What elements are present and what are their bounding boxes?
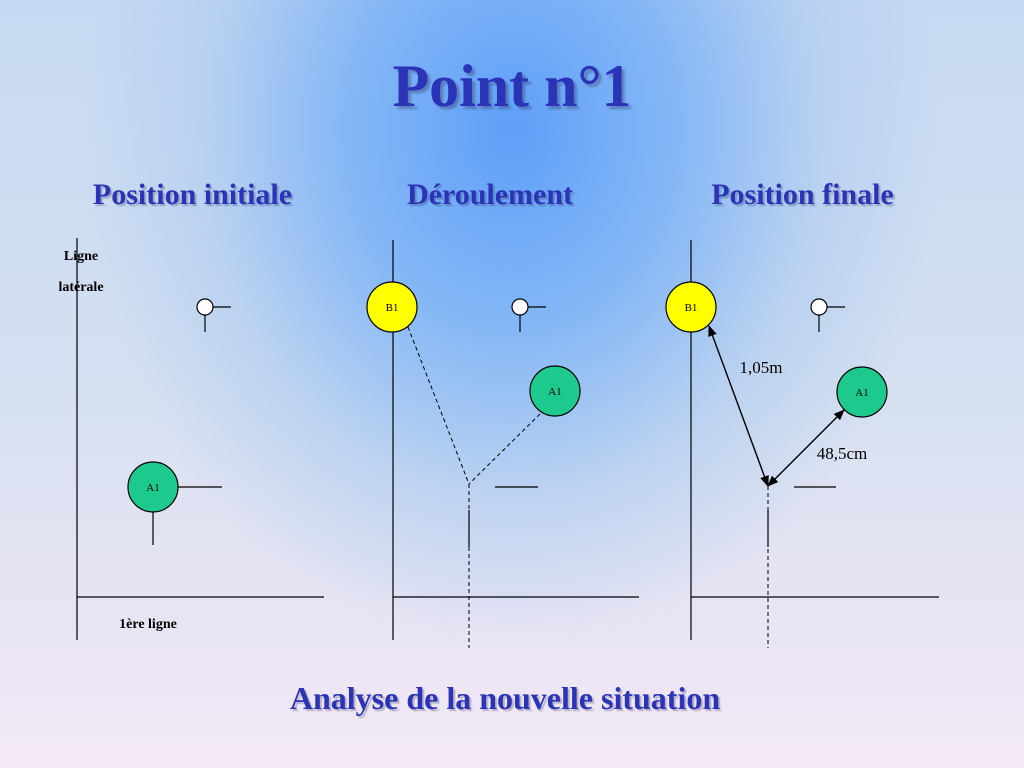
a1-distance-arrow [767, 409, 845, 487]
panel-heading-progress: Déroulement [406, 178, 574, 211]
referee-marker [511, 298, 546, 332]
a1-movement-path [468, 413, 541, 485]
lateral-line-label-1: Ligne [64, 249, 98, 264]
panel-initial: Ligne latérale 1ère ligne A1 [58, 238, 324, 640]
player-a1-label: A1 [146, 482, 159, 494]
player-a1-label: A1 [855, 387, 868, 399]
slide-footer: Analyse de la nouvelle situation [289, 680, 721, 716]
player-b1: B1 [366, 281, 418, 333]
first-line-label: 1ère ligne [119, 617, 177, 632]
page-title: Point n°1 [392, 53, 632, 119]
referee-marker [196, 298, 231, 332]
b1-distance-label: 1,05m [740, 358, 783, 377]
player-b1-label: B1 [386, 302, 399, 314]
panel-heading-initial: Position initiale [92, 178, 293, 211]
b1-movement-path [407, 326, 470, 485]
player-a1-label: A1 [548, 386, 561, 398]
panel-final: 1,05m 48,5cm B1 A1 [665, 240, 939, 648]
player-a1: A1 [836, 366, 888, 418]
player-a1: A1 [127, 461, 222, 545]
panel-heading-final: Position finale [711, 178, 894, 211]
player-b1-label: B1 [685, 302, 698, 314]
a1-distance-label: 48,5cm [817, 444, 868, 463]
player-a1: A1 [529, 365, 581, 417]
referee-marker [810, 298, 845, 332]
player-b1: B1 [665, 281, 717, 333]
lateral-line-label-2: latérale [58, 280, 103, 295]
b1-distance-arrow [708, 324, 769, 488]
panel-progress: B1 A1 [366, 240, 639, 648]
